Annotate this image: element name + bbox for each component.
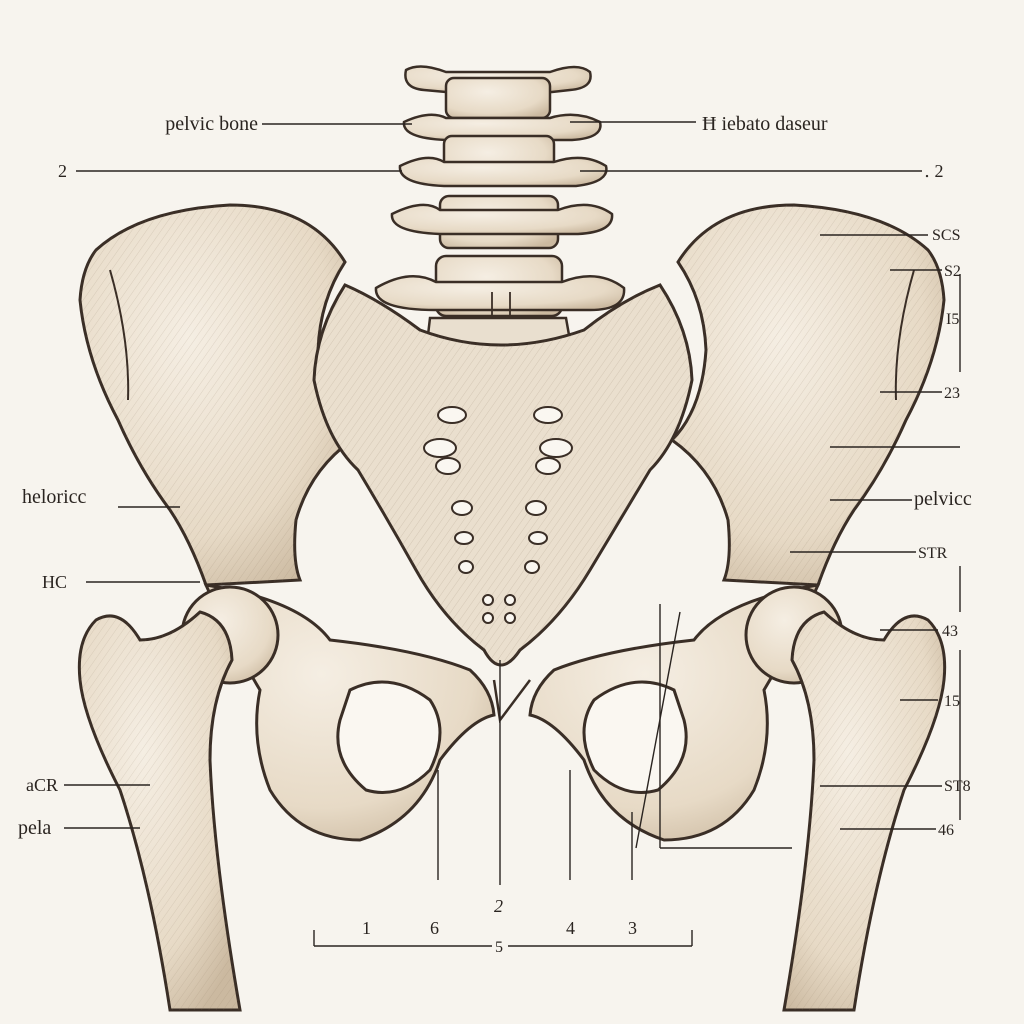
label-15: 15 — [944, 693, 960, 710]
label-i5: I5 — [946, 311, 959, 328]
label-left-2: 2 — [58, 161, 67, 181]
labels-right: Ħ iebato daseur ․ 2 SCS S2 I5 23 pelvicc… — [702, 113, 972, 839]
label-scs: SCS — [932, 227, 960, 244]
label-str: STR — [918, 545, 948, 562]
lumbar-spine — [374, 65, 626, 360]
labels-left: pelvic bone 2 heloricс HC aCR pela — [18, 113, 258, 839]
label-bottom-3: 3 — [628, 918, 637, 938]
label-st8: ST8 — [944, 778, 971, 795]
right-femur — [744, 585, 947, 1012]
right-ilium — [669, 203, 946, 587]
leader-lines — [64, 121, 961, 947]
left-femur — [77, 585, 280, 1012]
label-bottom-4: 4 — [566, 918, 575, 938]
label-46: 46 — [938, 822, 954, 839]
label-pelvicc: pelvicc — [914, 488, 972, 510]
label-43: 43 — [942, 623, 958, 640]
label-hc: HC — [42, 572, 67, 592]
sacrum — [312, 283, 694, 667]
label-pela: pela — [18, 817, 51, 839]
label-hiebato-daseur: Ħ iebato daseur — [702, 113, 828, 135]
left-ilium — [78, 203, 355, 587]
label-acr: aCR — [26, 775, 58, 795]
label-right-2: ․ 2 — [924, 161, 944, 181]
label-bottom-2: 2 — [494, 896, 503, 916]
label-23: 23 — [944, 385, 960, 402]
label-heloricc: heloricс — [22, 486, 87, 508]
label-bottom-6: 6 — [430, 918, 439, 938]
labels-bottom: 1 6 2 4 3 5 — [362, 896, 637, 956]
label-pelvic-bone: pelvic bone — [165, 113, 258, 135]
label-bottom-1: 1 — [362, 918, 371, 938]
label-bottom-5: 5 — [495, 939, 503, 956]
label-s2: S2 — [944, 263, 961, 280]
